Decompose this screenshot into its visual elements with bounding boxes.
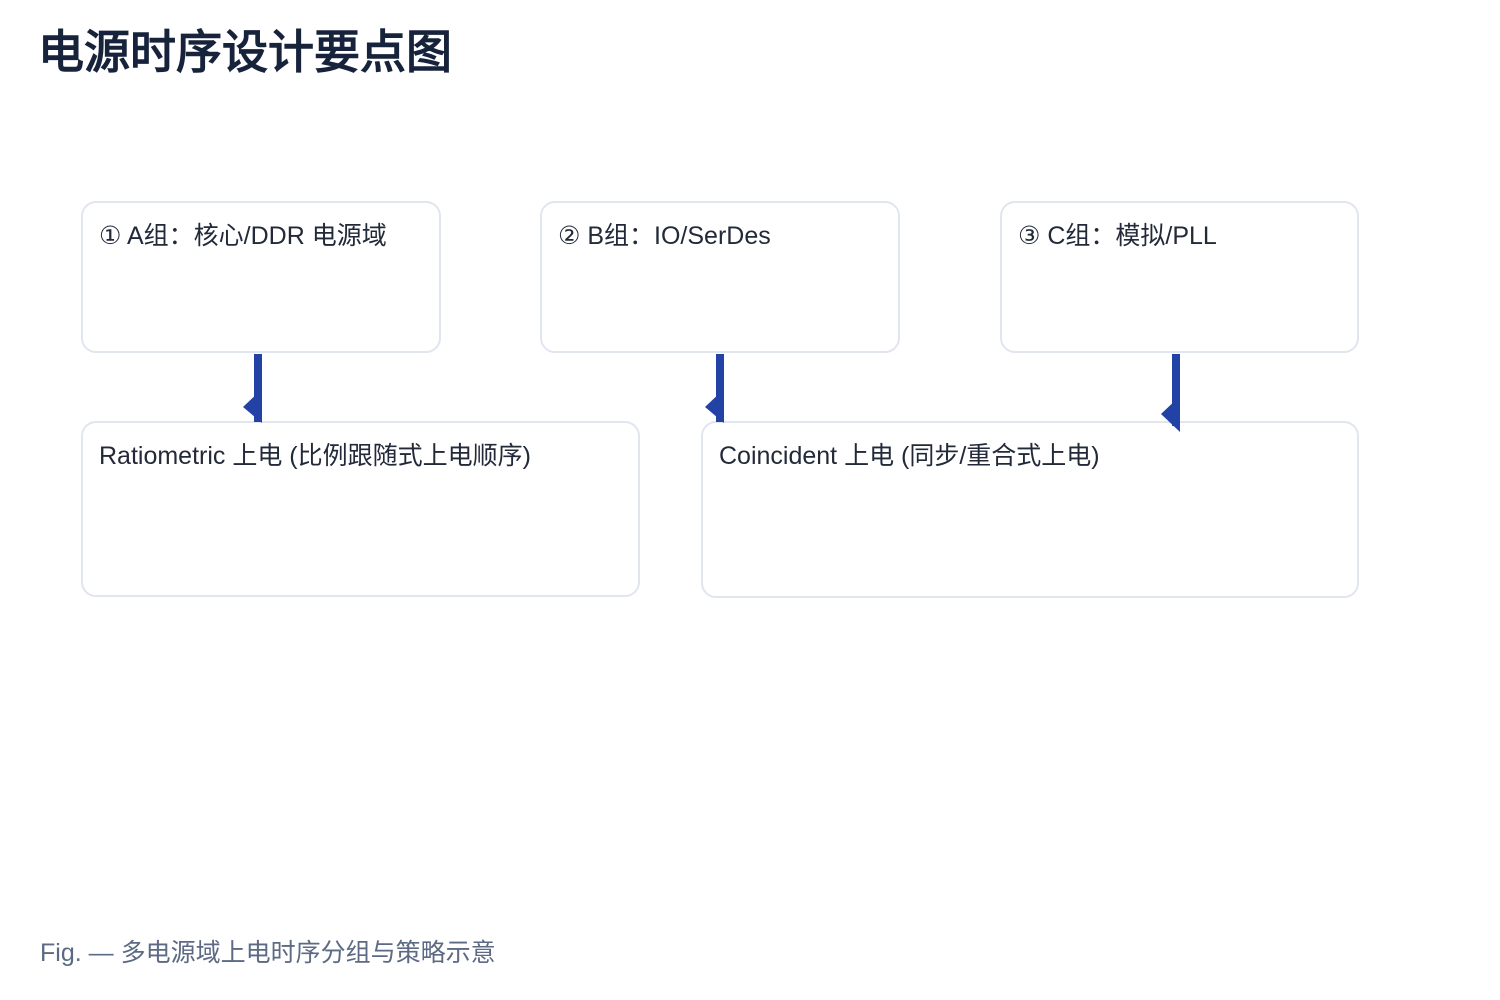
figure-caption: Fig. — 多电源域上电时序分组与策略示意: [40, 939, 496, 967]
node-ratiometric-label: Ratiometric 上电 (比例跟随式上电顺序): [99, 442, 531, 470]
node-group-c-label: ③ C组：模拟/PLL: [1018, 222, 1217, 250]
node-coincident[interactable]: Coincident 上电 (同步/重合式上电): [701, 421, 1359, 598]
node-ratiometric[interactable]: Ratiometric 上电 (比例跟随式上电顺序): [81, 421, 640, 597]
node-group-c[interactable]: ③ C组：模拟/PLL: [1000, 201, 1359, 353]
page-title: 电源时序设计要点图: [38, 26, 452, 78]
node-coincident-label: Coincident 上电 (同步/重合式上电): [719, 442, 1100, 470]
node-group-b-label: ② B组：IO/SerDes: [558, 222, 771, 250]
node-group-a[interactable]: ① A组：核心/DDR 电源域: [81, 201, 441, 353]
edge-a-to-d-arrow: [243, 354, 262, 423]
edge-b-to-e-arrow: [705, 354, 724, 423]
node-group-b[interactable]: ② B组：IO/SerDes: [540, 201, 900, 353]
node-group-a-label: ① A组：核心/DDR 电源域: [99, 222, 387, 250]
